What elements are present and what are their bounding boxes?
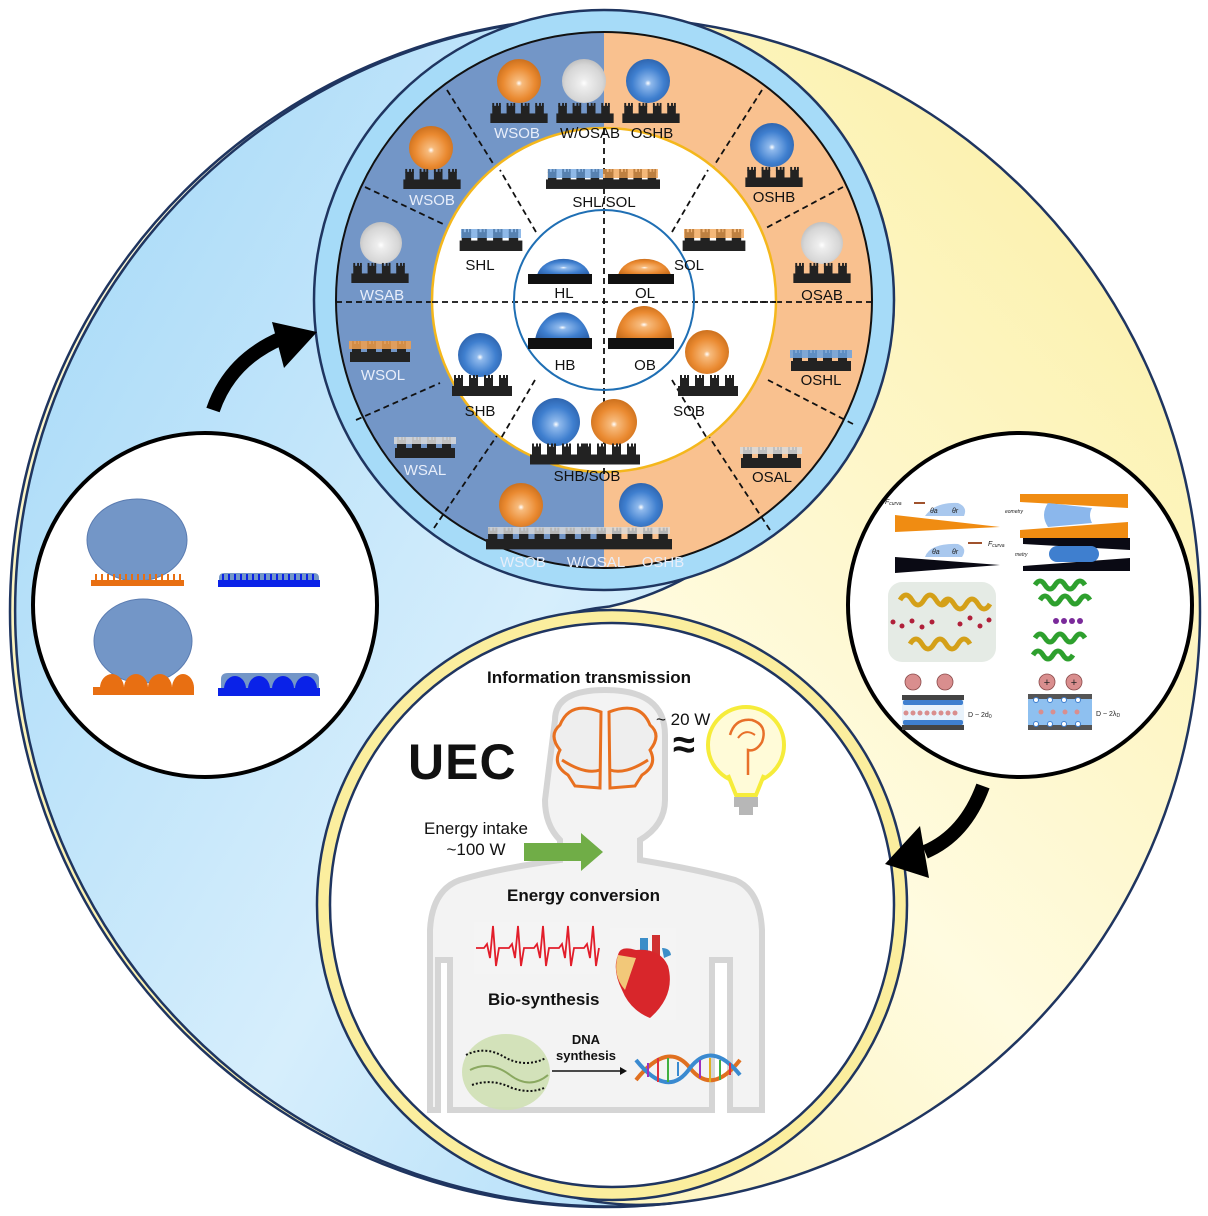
outer-osab [793,222,851,283]
heart-icon [610,928,676,1020]
label-wsab: WSAB [360,287,404,304]
geometry-label-1: eometry [1005,509,1024,515]
bio-synthesis-heading: Bio-synthesis [488,990,600,1009]
label-osal: OSAL [752,469,792,486]
label-ob: OB [634,357,656,374]
uec-panel [315,608,909,1202]
outer-wsal [394,437,456,458]
protein-complex-icon [462,1034,550,1110]
droplet-on-hierarchical [93,598,193,684]
label-shl-sol: SHL/SOL [572,194,635,211]
confinement-left-formula: D ~ 2d0 [968,712,992,720]
wedge-orange-channel [1020,494,1128,538]
film-on-hierarchical [218,673,320,696]
mid-shl-sol [546,169,660,189]
label-top-oshb: OSHB [631,125,674,142]
energy-conversion-heading: Energy conversion [507,886,661,905]
dna-helix-icon [634,1053,742,1085]
uec-title: UEC [408,734,517,790]
theta-a-2: θa [932,549,940,556]
label-shb: SHB [465,403,496,420]
label-bottom-wsob: WSOB [500,554,546,571]
svg-text:+: + [1044,677,1050,689]
droplet-on-pillars [86,498,188,582]
pillar-surface-orange [91,574,184,586]
outer-wsob-upper [403,126,461,189]
arrow-left-to-wheel [206,322,317,413]
core-hl [528,258,592,284]
energy-intake-label: Energy intake ~100 W [424,818,528,860]
label-hl: HL [554,285,573,302]
label-sol: SOL [674,257,704,274]
energy-intake-line2: ~100 W [446,840,506,859]
label-top-wsob: WSOB [494,125,540,142]
core-hb [528,312,592,349]
label-oshb-upper: OSHB [753,189,796,206]
dna-label-line1: DNA [571,1032,601,1047]
label-bottom-wosal: W/OSAL [567,554,625,571]
right-panel: Fcurva Fcurva eometry metry θa θr θa θr [846,431,1194,779]
label-shb-sob: SHB/SOB [554,468,621,485]
label-osab: OSAB [801,287,843,304]
core-ol [608,258,674,284]
dna-synthesis-label: DNA synthesis [552,1032,620,1064]
theta-r-1: θr [952,508,959,515]
force-label-2: Fcurva [988,541,1005,549]
force-label-1: Fcurva [885,499,902,507]
confinement-right-formula: D ~ 2λD [1096,711,1120,719]
wettability-wheel: HL OL HB OB SHL/SOL SHL SOL SHB SOB SHB/… [312,8,896,592]
geometry-label-2: metry [1015,552,1028,558]
mid-shl [459,229,523,251]
hierarchical-surface-orange [93,674,194,695]
theta-r-2: θr [952,549,959,556]
outer-wsab [351,222,409,283]
arrow-right-to-uec [885,783,990,878]
ecg-trace-icon [474,922,600,974]
mid-shb [452,333,512,396]
core-ring [513,209,695,391]
mid-shb-sob [530,398,640,465]
brain-icon [552,706,658,790]
film-on-pillars [218,573,320,587]
label-shl: SHL [465,257,494,274]
lightbulb-icon [706,705,786,815]
label-ol: OL [635,285,655,302]
approx-symbol: ≈ [673,723,695,767]
outer-oshl [790,350,852,371]
left-panel [31,431,379,779]
confinement-right: + + D ~ 2λD [1028,673,1120,730]
wedge-black-channel [1023,538,1130,571]
label-sob: SOB [673,403,705,420]
confinement-left: D ~ 2d0 [902,673,992,730]
core-ob [608,306,674,349]
wedge-black-open [895,542,1000,573]
label-hb: HB [555,357,576,374]
svg-text:+: + [1071,677,1077,689]
info-transmission-heading: Information transmission [487,668,692,687]
protein-yellow-helices [888,582,996,662]
outer-top-row [490,59,680,123]
mid-sob [678,330,738,396]
brain-power-label: ~ 20 W [656,710,711,729]
energy-intake-line1: Energy intake [424,819,528,838]
mid-sol [682,229,746,251]
outer-bottom-row [486,483,672,550]
outer-osal [740,447,802,468]
theta-a-1: θa [930,508,938,515]
label-wsob-upper: WSOB [409,192,455,209]
dna-label-line2: synthesis [556,1048,616,1063]
energy-intake-arrow [524,833,603,871]
wedge-orange-open [895,502,1000,532]
label-bottom-oshb: OSHB [642,554,685,571]
label-wsal: WSAL [404,462,447,479]
label-top-wosab: W/OSAB [560,125,620,142]
outer-oshb-upper [745,123,803,187]
label-wsol: WSOL [361,367,405,384]
label-oshl: OSHL [801,372,842,389]
outer-wsol [349,341,411,362]
protein-green-helices [1030,578,1093,662]
human-silhouette [427,686,765,1113]
